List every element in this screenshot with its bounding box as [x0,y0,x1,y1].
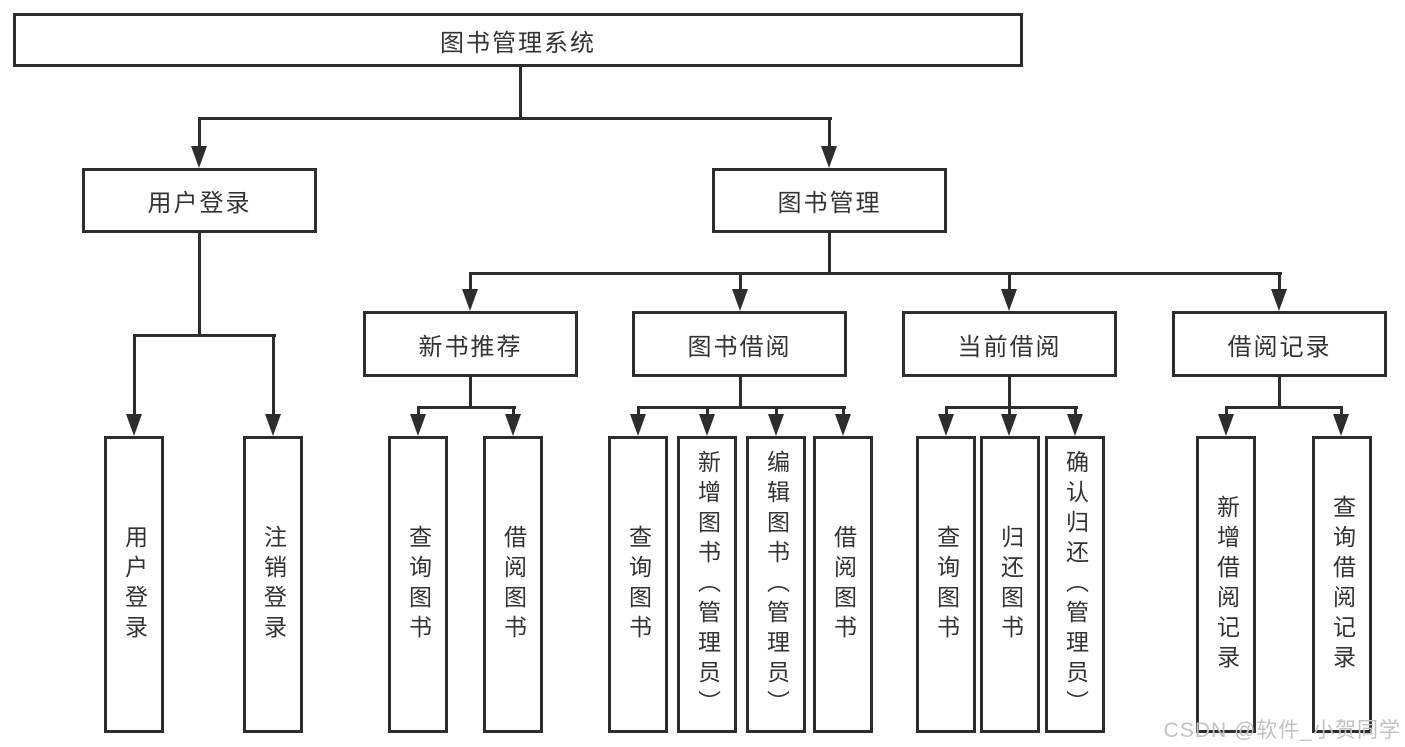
connector-arrowhead [1333,414,1349,436]
connector-line [1225,406,1343,409]
connector-arrowhead [410,414,426,436]
leaf-label: 借阅图书 [830,524,857,645]
leaf-label: 新增图书（管理员） [694,449,721,720]
connector-arrowhead [938,414,954,436]
connector-arrowhead [821,146,837,168]
connector-line [775,406,778,416]
leaf-label: 注销登录 [260,524,287,645]
leaf-add-borrow-record: 新增借阅记录 [1196,436,1256,733]
connector-line [842,406,845,416]
connector-arrowhead [265,414,281,436]
leaf-label: 编辑图书（管理员） [763,449,790,720]
connector-line [1008,272,1011,291]
node-user-login: 用户登录 [82,168,317,233]
leaf-borrow-books: 借阅图书 [813,436,873,733]
connector-line [828,233,831,275]
leaf-return-book: 归还图书 [980,436,1040,733]
connector-line [739,377,742,408]
leaf-add-book-admin: 新增图书（管理员） [677,436,737,733]
connector-arrowhead [768,414,784,436]
connector-line [1074,406,1077,416]
watermark: CSDN @软件_小贺同学 [1163,719,1401,742]
connector-arrowhead [126,414,142,436]
node-current-borrow: 当前借阅 [902,311,1117,377]
leaf-query-borrow-record: 查询借阅记录 [1312,436,1372,733]
connector-line [739,272,742,291]
connector-arrowhead [191,146,207,168]
leaf-label: 用户登录 [121,524,148,645]
leaf-borrow-books-recommend: 借阅图书 [483,436,543,733]
connector-line [1008,406,1011,416]
leaf-label: 确认归还（管理员） [1062,449,1089,720]
connector-line [706,406,709,416]
connector-arrowhead [1067,414,1083,436]
connector-arrowhead [1271,289,1287,311]
connector-line [198,117,201,148]
leaf-label: 新增借阅记录 [1213,494,1240,675]
connector-line [272,334,275,416]
connector-line [828,117,831,148]
leaf-label: 借阅图书 [500,524,527,645]
connector-line [1008,377,1011,408]
connector-arrowhead [732,289,748,311]
connector-arrowhead [505,414,521,436]
leaf-user-login: 用户登录 [104,436,164,733]
connector-line [945,406,948,416]
connector-line [637,406,846,409]
leaf-query-books-current: 查询图书 [916,436,976,733]
connector-arrowhead [1001,289,1017,311]
connector-arrowhead [699,414,715,436]
connector-arrowhead [630,414,646,436]
connector-arrowhead [1001,414,1017,436]
node-book-management: 图书管理 [712,168,947,233]
connector-line [198,233,201,337]
leaf-label: 查询借阅记录 [1329,494,1356,675]
leaf-query-books-borrow: 查询图书 [608,436,668,733]
node-root: 图书管理系统 [13,13,1023,67]
connector-line [469,272,1282,275]
connector-line [519,67,522,119]
leaf-edit-book-admin: 编辑图书（管理员） [746,436,806,733]
connector-line [945,406,1078,409]
leaf-label: 查询图书 [405,524,432,645]
leaf-label: 归还图书 [997,524,1024,645]
connector-line [1278,377,1281,408]
connector-arrowhead [1218,414,1234,436]
connector-line [417,406,420,416]
leaf-label: 查询图书 [933,524,960,645]
connector-arrowhead [835,414,851,436]
connector-line [637,406,640,416]
connector-line [133,334,136,416]
connector-line [512,406,515,416]
connector-arrowhead [462,289,478,311]
connector-line [133,334,276,337]
node-new-book-recommend: 新书推荐 [363,311,578,377]
connector-line [1278,272,1281,291]
leaf-label: 查询图书 [625,524,652,645]
connector-line [417,406,516,409]
leaf-query-books-recommend: 查询图书 [388,436,448,733]
connector-line [1340,406,1343,416]
connector-line [469,272,472,291]
connector-line [1225,406,1228,416]
node-borrow-records: 借阅记录 [1172,311,1387,377]
connector-line [198,117,832,120]
leaf-logout: 注销登录 [243,436,303,733]
node-book-borrow: 图书借阅 [632,311,847,377]
leaf-confirm-return-admin: 确认归还（管理员） [1045,436,1105,733]
connector-line [469,377,472,408]
